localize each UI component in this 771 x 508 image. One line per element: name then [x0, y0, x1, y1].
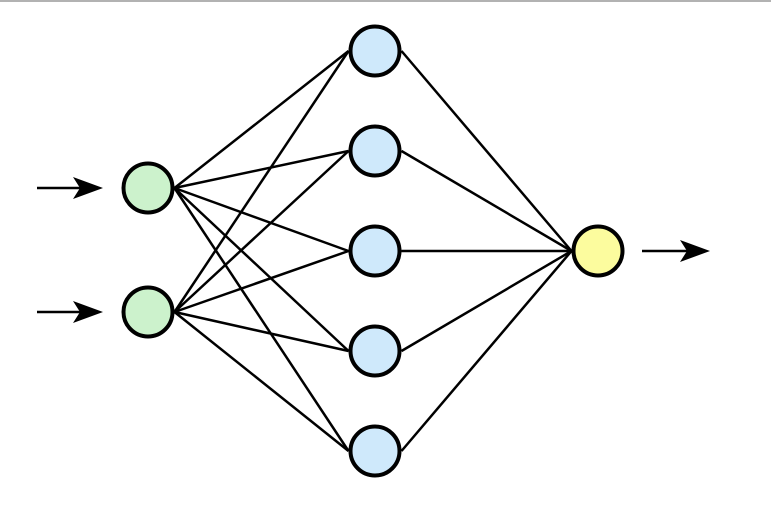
output-node-1: [571, 224, 625, 278]
hidden-node-1: [348, 24, 402, 78]
hidden-node-4: [348, 324, 402, 378]
edge-input-node-2-to-hidden-node-1: [173, 50, 350, 313]
input-arrow-1-head: [73, 177, 103, 199]
input-node-1: [121, 161, 175, 215]
edge-input-node-2-to-hidden-node-5: [173, 311, 350, 452]
edge-hidden-node-2-to-output-node-1: [400, 149, 573, 253]
edge-input-node-2-to-hidden-node-3: [174, 249, 349, 314]
hidden-node-2: [348, 124, 402, 178]
output-arrow-head: [680, 240, 710, 262]
edge-input-node-1-to-hidden-node-1: [173, 50, 350, 189]
top-border: [0, 0, 771, 2]
edge-input-node-1-to-hidden-node-5: [173, 187, 350, 452]
edge-hidden-node-4-to-output-node-1: [400, 249, 573, 353]
edge-input-node-2-to-hidden-node-2: [173, 150, 350, 313]
hidden-node-5: [348, 424, 402, 478]
hidden-node-3: [348, 224, 402, 278]
edge-hidden-node-5-to-output-node-1: [400, 250, 573, 452]
edge-input-node-2-to-hidden-node-4: [174, 310, 349, 353]
input-arrow-2-head: [73, 301, 103, 323]
edge-input-node-1-to-hidden-node-3: [174, 186, 349, 253]
edge-hidden-node-1-to-output-node-1: [400, 50, 573, 252]
input-node-2: [121, 285, 175, 339]
edge-input-node-1-to-hidden-node-2: [174, 149, 349, 190]
edge-input-node-1-to-hidden-node-4: [173, 187, 350, 352]
